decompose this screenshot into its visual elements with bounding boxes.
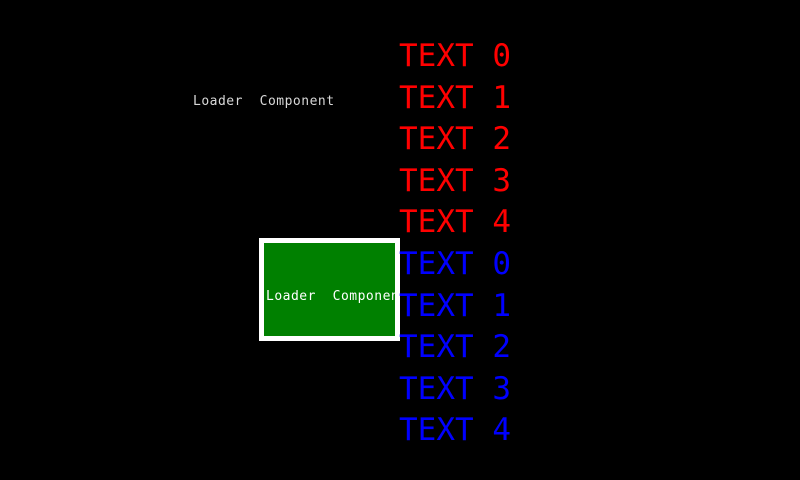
loader-component-panel-label: Loader Component (266, 289, 400, 304)
text-row: TEXT 0 (399, 245, 511, 282)
text-row: TEXT 0 (399, 38, 511, 74)
text-row: TEXT 1 (399, 79, 511, 116)
text-row: TEXT 4 (399, 204, 511, 241)
text-row: TEXT 2 (399, 121, 511, 158)
text-row: TEXT 3 (399, 162, 511, 199)
loader-component-panel[interactable]: Loader Component (259, 238, 400, 341)
text-row: TEXT 4 (399, 412, 511, 449)
text-row-list: TEXT 0 TEXT 1 TEXT 2 TEXT 3 TEXT 4 TEXT 0 TEXT… (399, 36, 599, 452)
text-row: TEXT 2 (399, 329, 511, 366)
text-row: TEXT 3 (399, 370, 511, 407)
text-row: TEXT 1 (399, 287, 511, 324)
loader-component-label-top: Loader Component (193, 94, 335, 109)
